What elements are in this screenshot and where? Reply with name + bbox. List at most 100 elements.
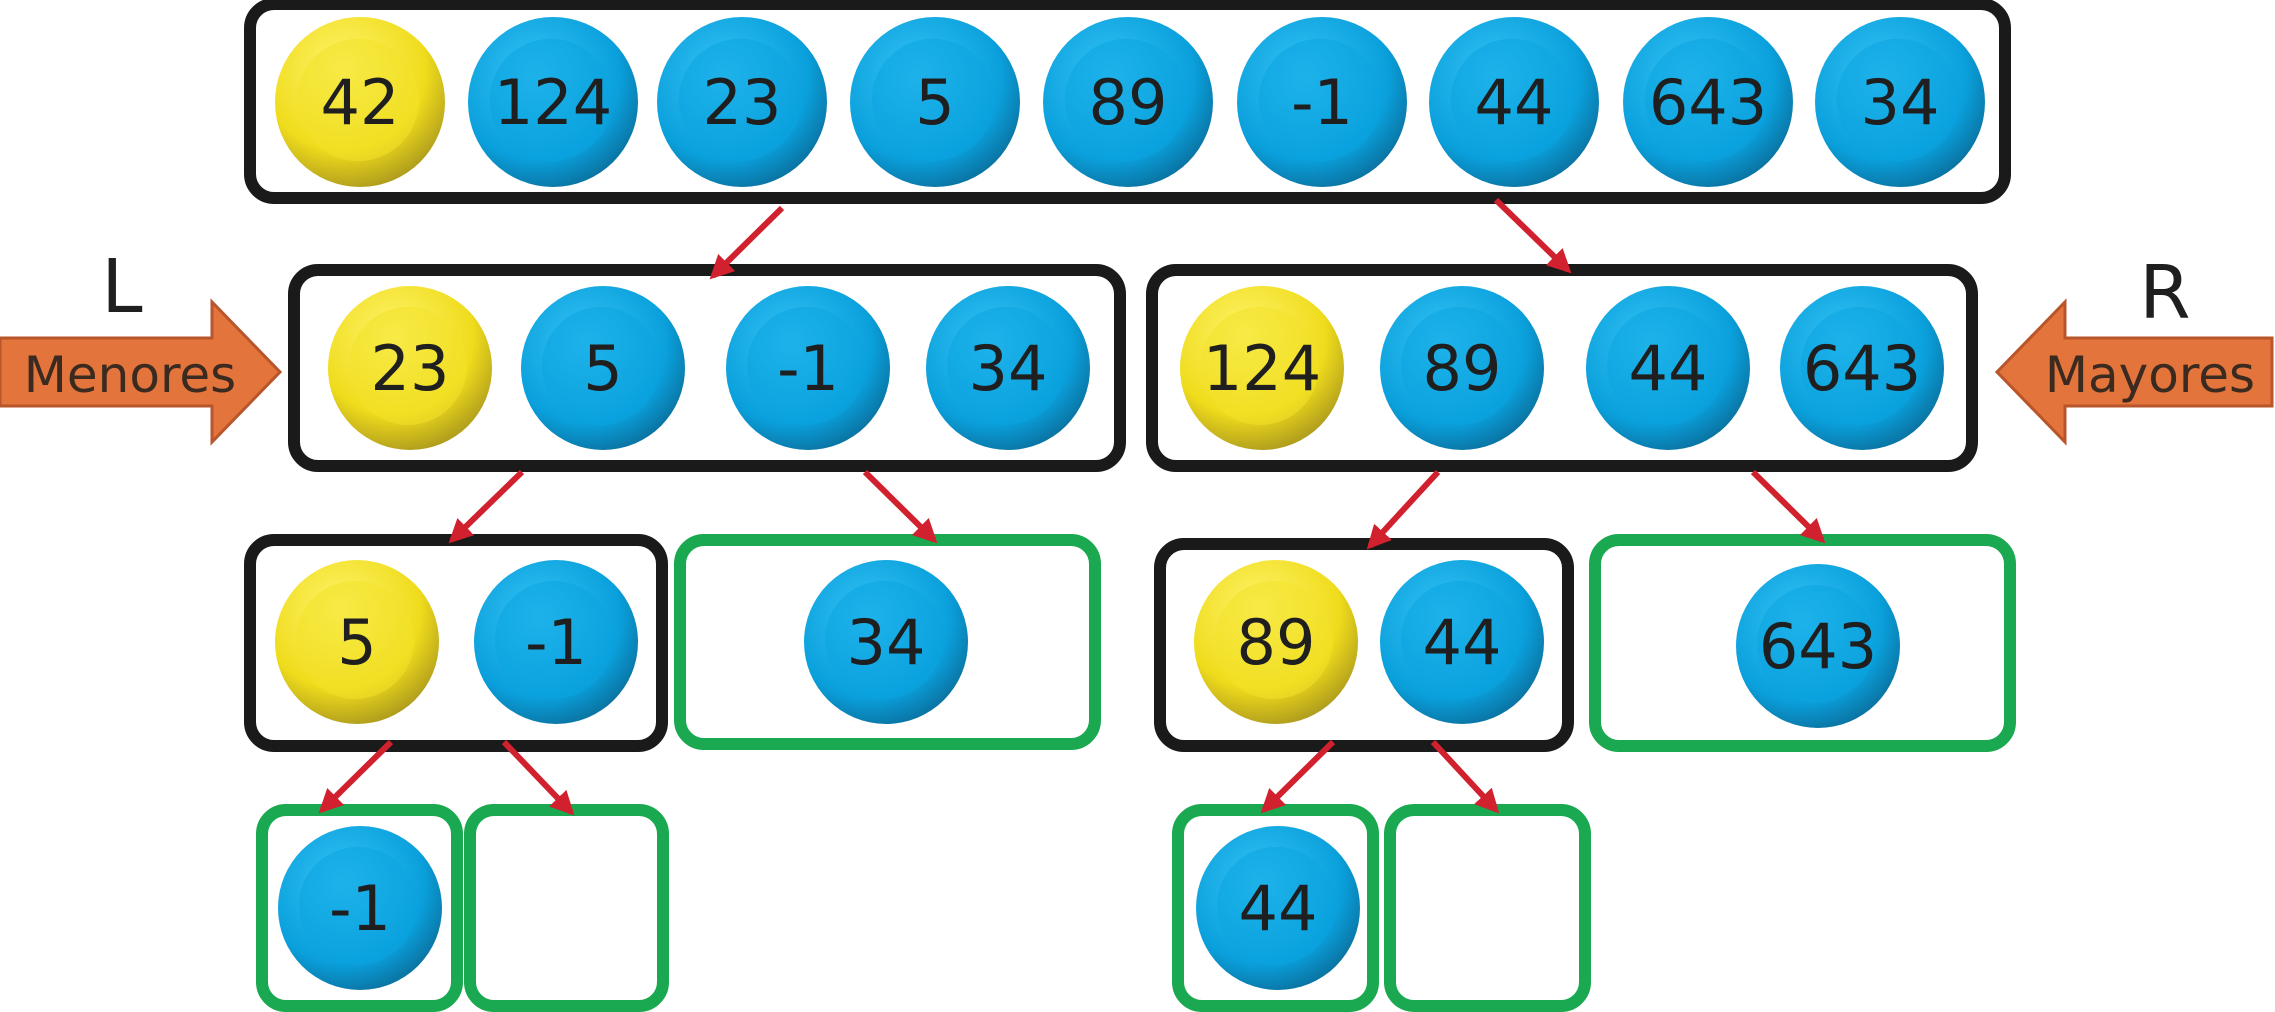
ball-value: -1 xyxy=(525,606,587,679)
partition-arrow xyxy=(501,739,575,816)
ball-value: -1 xyxy=(1291,66,1353,139)
boxes-layer: 42 124 23 5 89 -1 44 643 34 23 5 -1 34 124 89 44 643 5 -1 3… xyxy=(244,0,2016,1012)
value-ball: 34 xyxy=(1815,17,1985,187)
array-box: 5 -1 xyxy=(244,534,668,752)
leaf-box-frame xyxy=(674,534,1101,750)
ball-value: 89 xyxy=(1237,606,1316,679)
ball-inner-ring xyxy=(489,38,613,162)
array-box: 89 44 xyxy=(1154,538,1574,752)
value-ball: 23 xyxy=(657,17,827,187)
ball-value: 643 xyxy=(1649,66,1767,139)
ball-value: 124 xyxy=(494,66,612,139)
partition-arrow xyxy=(1493,197,1572,274)
left-side-label: L Menores xyxy=(0,244,283,446)
leaf-box: 34 xyxy=(674,534,1101,750)
pivot-ball: 124 xyxy=(1180,286,1344,450)
ball-inner-ring xyxy=(946,306,1066,426)
ball-inner-ring xyxy=(1216,846,1336,966)
leaf-box-frame xyxy=(1384,804,1591,1012)
value-ball: -1 xyxy=(726,286,890,450)
value-ball: 5 xyxy=(850,17,1020,187)
ball-inner-ring xyxy=(1200,306,1320,426)
right-orange-arrow xyxy=(1994,298,2274,446)
ball-value: -1 xyxy=(777,332,839,405)
arrows-layer xyxy=(318,197,1826,816)
array-box-frame xyxy=(244,0,2011,204)
leaf-box xyxy=(464,804,669,1012)
ball-value: 5 xyxy=(915,66,954,139)
value-ball: 34 xyxy=(804,560,968,724)
ball-inner-ring xyxy=(494,580,614,700)
array-box: 42 124 23 5 89 -1 44 643 34 xyxy=(244,0,2011,204)
partition-arrow xyxy=(318,739,394,814)
right-word: Mayores xyxy=(2045,346,2255,404)
ball-inner-ring xyxy=(1450,38,1574,162)
partition-arrow xyxy=(1366,469,1441,550)
ball-value: 34 xyxy=(1861,66,1940,139)
value-ball: 44 xyxy=(1380,560,1544,724)
array-box: 124 89 44 643 xyxy=(1146,264,1978,472)
ball-inner-ring xyxy=(746,306,866,426)
leaf-box-frame xyxy=(256,804,463,1012)
leaf-box: 44 xyxy=(1172,804,1379,1012)
ball-inner-ring xyxy=(1258,38,1382,162)
ball-inner-ring xyxy=(871,38,995,162)
value-ball: 44 xyxy=(1429,17,1599,187)
partition-arrow xyxy=(1430,739,1500,814)
value-ball: 124 xyxy=(468,17,638,187)
array-box: 23 5 -1 34 xyxy=(288,264,1126,472)
ball-inner-ring xyxy=(1400,580,1520,700)
pivot-ball: 89 xyxy=(1194,560,1358,724)
partition-arrow xyxy=(1750,469,1826,544)
ball-value: 89 xyxy=(1089,66,1168,139)
value-ball: 44 xyxy=(1586,286,1750,450)
left-orange-arrow xyxy=(0,298,283,446)
partition-arrow xyxy=(1260,739,1336,814)
ball-value: 643 xyxy=(1803,332,1921,405)
ball-value: 643 xyxy=(1759,610,1877,683)
array-box-frame xyxy=(1154,538,1574,752)
pivot-ball: 23 xyxy=(328,286,492,450)
value-ball: 643 xyxy=(1736,564,1900,728)
ball-inner-ring xyxy=(1400,306,1520,426)
value-ball: 89 xyxy=(1043,17,1213,187)
value-ball: 5 xyxy=(521,286,685,450)
leaf-box: 643 xyxy=(1589,534,2016,752)
value-ball: -1 xyxy=(1237,17,1407,187)
leaf-box xyxy=(1384,804,1591,1012)
ball-value: 5 xyxy=(337,606,376,679)
ball-inner-ring xyxy=(1756,584,1876,704)
ball-inner-ring xyxy=(1214,580,1334,700)
value-ball: 44 xyxy=(1196,826,1360,990)
partition-arrow xyxy=(448,469,525,544)
ball-value: 5 xyxy=(583,332,622,405)
ball-inner-ring xyxy=(1064,38,1188,162)
value-ball: -1 xyxy=(278,826,442,990)
ball-value: 34 xyxy=(847,606,926,679)
partition-arrow xyxy=(709,205,785,280)
ball-inner-ring xyxy=(1606,306,1726,426)
right-letter: R xyxy=(2139,250,2190,336)
leaf-box-frame xyxy=(464,804,669,1012)
value-ball: 643 xyxy=(1780,286,1944,450)
left-word: Menores xyxy=(24,346,236,404)
ball-inner-ring xyxy=(295,580,415,700)
left-letter: L xyxy=(101,244,142,330)
pivot-ball: 42 xyxy=(275,17,445,187)
ball-inner-ring xyxy=(678,38,802,162)
ball-inner-ring xyxy=(1836,38,1960,162)
right-side-label: R Mayores xyxy=(1994,250,2274,446)
ball-value: 44 xyxy=(1629,332,1708,405)
value-ball: 34 xyxy=(926,286,1090,450)
ball-inner-ring xyxy=(541,306,661,426)
ball-value: 44 xyxy=(1423,606,1502,679)
ball-value: 124 xyxy=(1203,332,1321,405)
ball-value: -1 xyxy=(329,872,391,945)
ball-inner-ring xyxy=(296,38,420,162)
value-ball: -1 xyxy=(474,560,638,724)
ball-value: 89 xyxy=(1423,332,1502,405)
ball-inner-ring xyxy=(1800,306,1920,426)
ball-inner-ring xyxy=(824,580,944,700)
ball-inner-ring xyxy=(348,306,468,426)
